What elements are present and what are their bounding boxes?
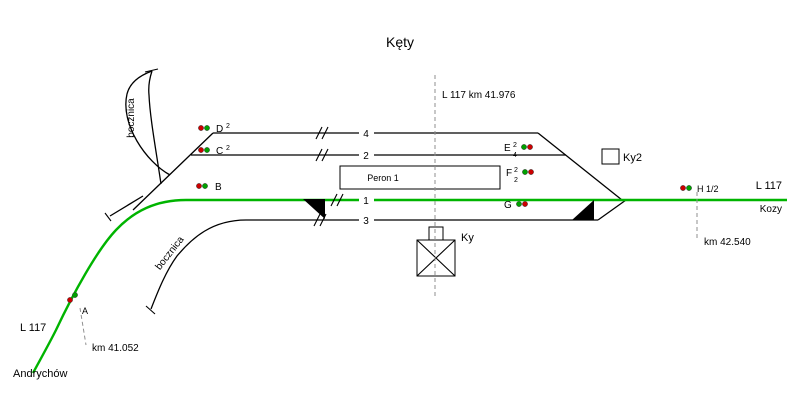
signal-lamp-red xyxy=(680,185,686,191)
signal-H: H 1/2 xyxy=(680,184,719,194)
svg-text:2: 2 xyxy=(226,123,230,130)
signal-C: C 2 xyxy=(198,145,230,157)
svg-text:D: D xyxy=(216,124,223,135)
track-number-2: 2 xyxy=(359,148,374,162)
joint-mark-track-1 xyxy=(330,193,344,207)
siding-top-end-tick xyxy=(144,68,159,73)
svg-text:2: 2 xyxy=(226,145,230,152)
signal-lamp-green xyxy=(72,292,78,298)
line-label-right: L 117 xyxy=(756,180,782,192)
track-number-1: 1 xyxy=(359,193,374,207)
main-line-track-1 xyxy=(31,198,787,374)
svg-text:2: 2 xyxy=(513,142,517,149)
svg-text:B: B xyxy=(215,182,222,193)
joint-mark-track-3 xyxy=(313,213,327,227)
svg-text:G: G xyxy=(504,200,512,211)
station-title: Kęty xyxy=(386,34,414,50)
track-number-3: 3 xyxy=(359,213,374,227)
track-3-right-diagonal xyxy=(597,199,627,221)
signal-D: D 2 xyxy=(198,123,230,135)
signal-F: F 2 2 xyxy=(506,167,534,184)
line-label-left: L 117 xyxy=(20,322,46,334)
signal-lamp-green xyxy=(204,125,210,131)
svg-text:4: 4 xyxy=(513,152,517,159)
station-building-ky xyxy=(416,226,456,277)
platform-label: Peron 1 xyxy=(367,173,399,183)
joint-mark-track-2 xyxy=(315,148,329,162)
signal-lamp-green xyxy=(516,201,522,207)
signal-lamp-green xyxy=(202,183,208,189)
signal-lamp-red xyxy=(198,147,204,153)
svg-text:E: E xyxy=(504,143,511,154)
signal-lamp-green xyxy=(204,147,210,153)
joint-mark-track-4 xyxy=(315,126,329,140)
bottom-siding-end-tick xyxy=(145,305,156,315)
svg-text:4: 4 xyxy=(363,129,369,140)
signal-lamp-red xyxy=(528,169,534,175)
destination-right: Kozy xyxy=(760,204,782,215)
left-stub-end-tick xyxy=(104,212,112,222)
svg-text:F: F xyxy=(506,168,512,179)
building-ky2 xyxy=(601,148,620,165)
km-label-left: km 41.052 xyxy=(92,343,139,354)
signal-lamp-green xyxy=(522,169,528,175)
siding-label-top: bocznica xyxy=(126,98,137,138)
km-label-center: L 117 km 41.976 xyxy=(442,90,516,101)
station-building-label: Ky xyxy=(461,232,474,244)
signal-E: E 2 4 xyxy=(504,142,533,159)
signal-lamp-green xyxy=(686,185,692,191)
signal-lamp-red xyxy=(67,297,73,303)
svg-text:A: A xyxy=(82,306,88,316)
destination-bottom-left: Andrychów xyxy=(13,368,67,380)
platform-peron-1 xyxy=(339,165,501,190)
svg-text:2: 2 xyxy=(514,167,518,174)
bottom-siding-curve xyxy=(150,219,247,310)
signal-G: G xyxy=(504,200,528,211)
siding-loop-left-curve xyxy=(125,70,171,176)
siding-loop-right-curve xyxy=(148,70,162,185)
km-label-right: km 42.540 xyxy=(704,237,751,248)
svg-text:2: 2 xyxy=(363,151,369,162)
signal-lamp-red xyxy=(196,183,202,189)
svg-text:2: 2 xyxy=(514,177,518,184)
signal-lamp-red xyxy=(527,144,533,150)
left-convergence-diagonal xyxy=(132,132,214,211)
svg-text:3: 3 xyxy=(363,216,369,227)
svg-text:1: 1 xyxy=(363,196,369,207)
track-number-4: 4 xyxy=(359,126,374,140)
track-4-right-diagonal xyxy=(537,132,623,201)
right-junction-wedge xyxy=(572,200,594,220)
left-junction-wedge xyxy=(303,199,325,219)
signal-B: B xyxy=(196,182,222,193)
signal-lamp-red xyxy=(522,201,528,207)
signal-lamp-red xyxy=(198,125,204,131)
km-marker-line-left xyxy=(79,307,87,346)
signal-lamp-green xyxy=(521,144,527,150)
signal-A: A xyxy=(67,292,88,316)
svg-text:C: C xyxy=(216,146,223,157)
building-ky2-label: Ky2 xyxy=(623,152,642,164)
left-stub-track xyxy=(109,195,144,217)
svg-text:H 1/2: H 1/2 xyxy=(697,184,719,194)
